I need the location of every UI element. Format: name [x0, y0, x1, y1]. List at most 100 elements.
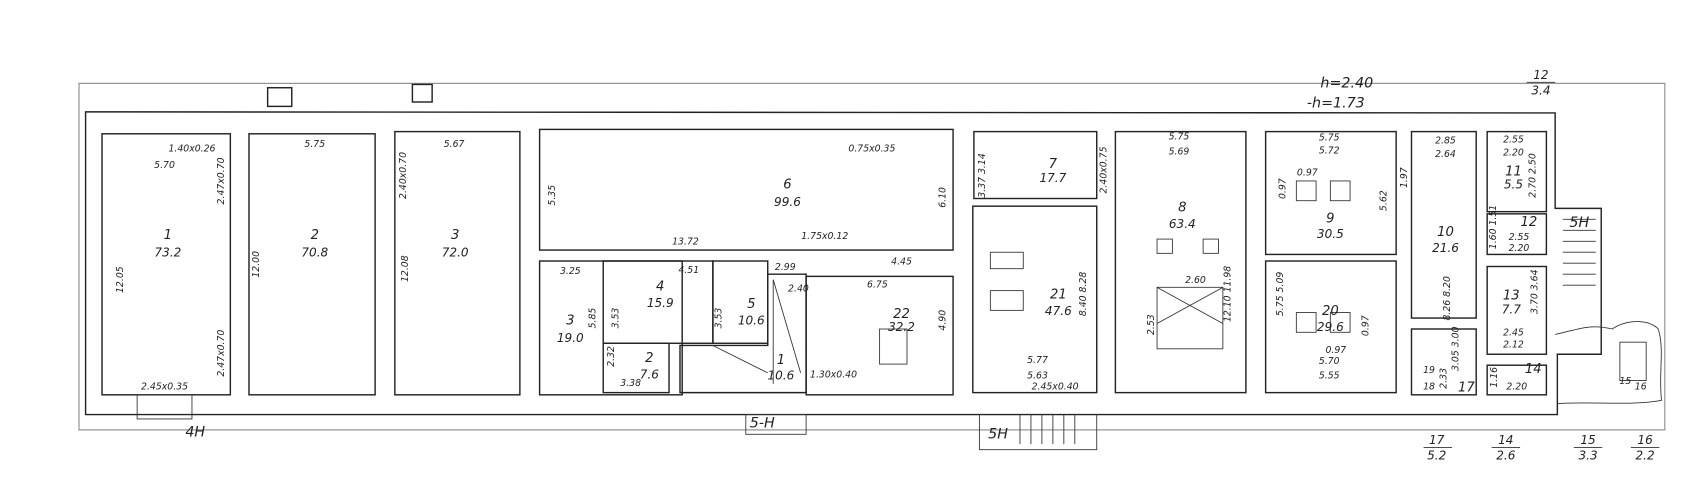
svg-text:2.45: 2.45: [1503, 328, 1524, 339]
svg-text:5.67: 5.67: [444, 139, 465, 150]
svg-text:0.97: 0.97: [1297, 167, 1318, 178]
room-number: 8: [1178, 201, 1186, 216]
svg-text:5.2: 5.2: [1427, 449, 1446, 463]
floor-depth: -h=1.73: [1307, 95, 1365, 111]
svg-text:12.05: 12.05: [115, 266, 126, 293]
svg-text:5.35: 5.35: [547, 185, 558, 206]
room-number: 13: [1503, 288, 1520, 303]
room-labels: 173.2 270.8 372.0 699.6 319.0 415.9 510.…: [154, 157, 1646, 396]
svg-text:2.70 2.50: 2.70 2.50: [1527, 153, 1538, 198]
svg-text:5.75 5.09: 5.75 5.09: [1275, 272, 1286, 317]
svg-text:12.00: 12.00: [251, 251, 262, 278]
room-area: 70.8: [301, 246, 328, 260]
svg-text:12: 12: [1533, 68, 1548, 82]
svg-text:8.26 8.20: 8.26 8.20: [1442, 276, 1453, 321]
svg-text:16: 16: [1637, 433, 1653, 447]
svg-text:6.10: 6.10: [937, 187, 948, 208]
room-area: 17.7: [1039, 171, 1066, 185]
room-number: 1: [164, 228, 172, 243]
room-walls: [101, 128, 1647, 396]
svg-text:0.97: 0.97: [1361, 315, 1372, 336]
svg-text:2.60: 2.60: [1185, 275, 1206, 286]
svg-text:13.72: 13.72: [672, 237, 699, 248]
svg-text:3.38: 3.38: [620, 378, 641, 389]
svg-text:5.85: 5.85: [588, 308, 599, 329]
room-number: 3: [451, 228, 459, 243]
room-number: 5: [747, 297, 755, 312]
svg-text:2.53: 2.53: [1146, 314, 1157, 335]
annex-outline: [1555, 321, 1663, 405]
room-tag: 18: [1423, 381, 1435, 392]
svg-text:5.75: 5.75: [304, 139, 325, 150]
entrance-label: 5Н: [988, 427, 1008, 443]
building-outline: [84, 111, 1602, 416]
room-area: 21.6: [1432, 241, 1459, 255]
svg-text:0.97: 0.97: [1325, 345, 1346, 356]
svg-text:2.99: 2.99: [775, 262, 796, 273]
svg-text:4.90: 4.90: [937, 310, 948, 331]
room-number: 20: [1322, 304, 1339, 319]
svg-text:2.45x0.40: 2.45x0.40: [1032, 381, 1079, 392]
room-number: 7: [1049, 157, 1058, 172]
room-area: 47.6: [1045, 304, 1072, 318]
sheet-frame: [78, 82, 1666, 431]
svg-text:1.60 1.51: 1.60 1.51: [1488, 205, 1499, 249]
entrance-stairs: [136, 394, 1098, 451]
svg-text:3.70 3.64: 3.70 3.64: [1530, 269, 1541, 314]
room-number: 22: [893, 307, 910, 322]
svg-text:15: 15: [1580, 433, 1595, 447]
room-tag: 16: [1635, 381, 1647, 392]
svg-text:5.72: 5.72: [1319, 146, 1340, 157]
room-number: 11: [1505, 164, 1522, 179]
entrance-label: 5-Н: [750, 416, 775, 432]
ceiling-height: h=2.40: [1320, 76, 1373, 92]
svg-text:1.16: 1.16: [1489, 367, 1500, 388]
svg-text:2.2: 2.2: [1636, 449, 1655, 463]
entrance-label: 5Н: [1569, 215, 1589, 231]
svg-text:4.51: 4.51: [678, 265, 699, 276]
room-number: 10: [1437, 225, 1454, 240]
svg-text:5.55: 5.55: [1319, 370, 1340, 381]
room-tag: 17: [1458, 381, 1475, 396]
svg-text:1.40x0.26: 1.40x0.26: [168, 143, 215, 154]
room-area: 10.6: [738, 314, 765, 328]
room-number: 2: [311, 228, 319, 243]
room-number: 21: [1050, 287, 1067, 302]
svg-text:3.53: 3.53: [714, 308, 725, 329]
chimney: [411, 83, 433, 103]
room-area: 32.2: [888, 320, 915, 334]
svg-text:2.20: 2.20: [1509, 243, 1530, 254]
room-number: 1: [777, 353, 785, 368]
room-number: 3: [566, 314, 574, 329]
room-area: 29.6: [1317, 320, 1344, 334]
room-tag: 15: [1619, 376, 1631, 387]
room-area: 72.0: [442, 246, 469, 260]
svg-text:2.40x0.75: 2.40x0.75: [1099, 146, 1110, 193]
room-number: 4: [656, 280, 664, 295]
chimney: [266, 87, 293, 108]
svg-text:14: 14: [1498, 433, 1513, 447]
svg-text:2.47x0.70: 2.47x0.70: [216, 330, 227, 377]
room-tag: 19: [1423, 365, 1435, 376]
svg-text:2.45x0.35: 2.45x0.35: [141, 381, 188, 392]
room-area: 99.6: [774, 195, 801, 209]
room-number: 6: [783, 178, 791, 193]
svg-text:5.75: 5.75: [1319, 132, 1340, 143]
svg-text:2.6: 2.6: [1496, 449, 1515, 463]
svg-text:2.64: 2.64: [1435, 149, 1456, 160]
room-area: 7.6: [640, 367, 659, 381]
svg-text:3.25: 3.25: [560, 266, 581, 277]
svg-text:5.77: 5.77: [1027, 355, 1048, 366]
room-area: 73.2: [154, 246, 181, 260]
room-area: 19.0: [557, 331, 584, 345]
room-area: 15.9: [647, 296, 674, 310]
svg-text:2.20: 2.20: [1506, 381, 1527, 392]
svg-text:5.63: 5.63: [1027, 370, 1048, 381]
svg-text:2.33: 2.33: [1439, 368, 1450, 389]
svg-text:2.40x0.70: 2.40x0.70: [398, 152, 409, 199]
svg-text:3.05 3.00: 3.05 3.00: [1451, 326, 1462, 371]
room-number: 2: [645, 351, 653, 366]
svg-text:2.55: 2.55: [1509, 232, 1530, 243]
